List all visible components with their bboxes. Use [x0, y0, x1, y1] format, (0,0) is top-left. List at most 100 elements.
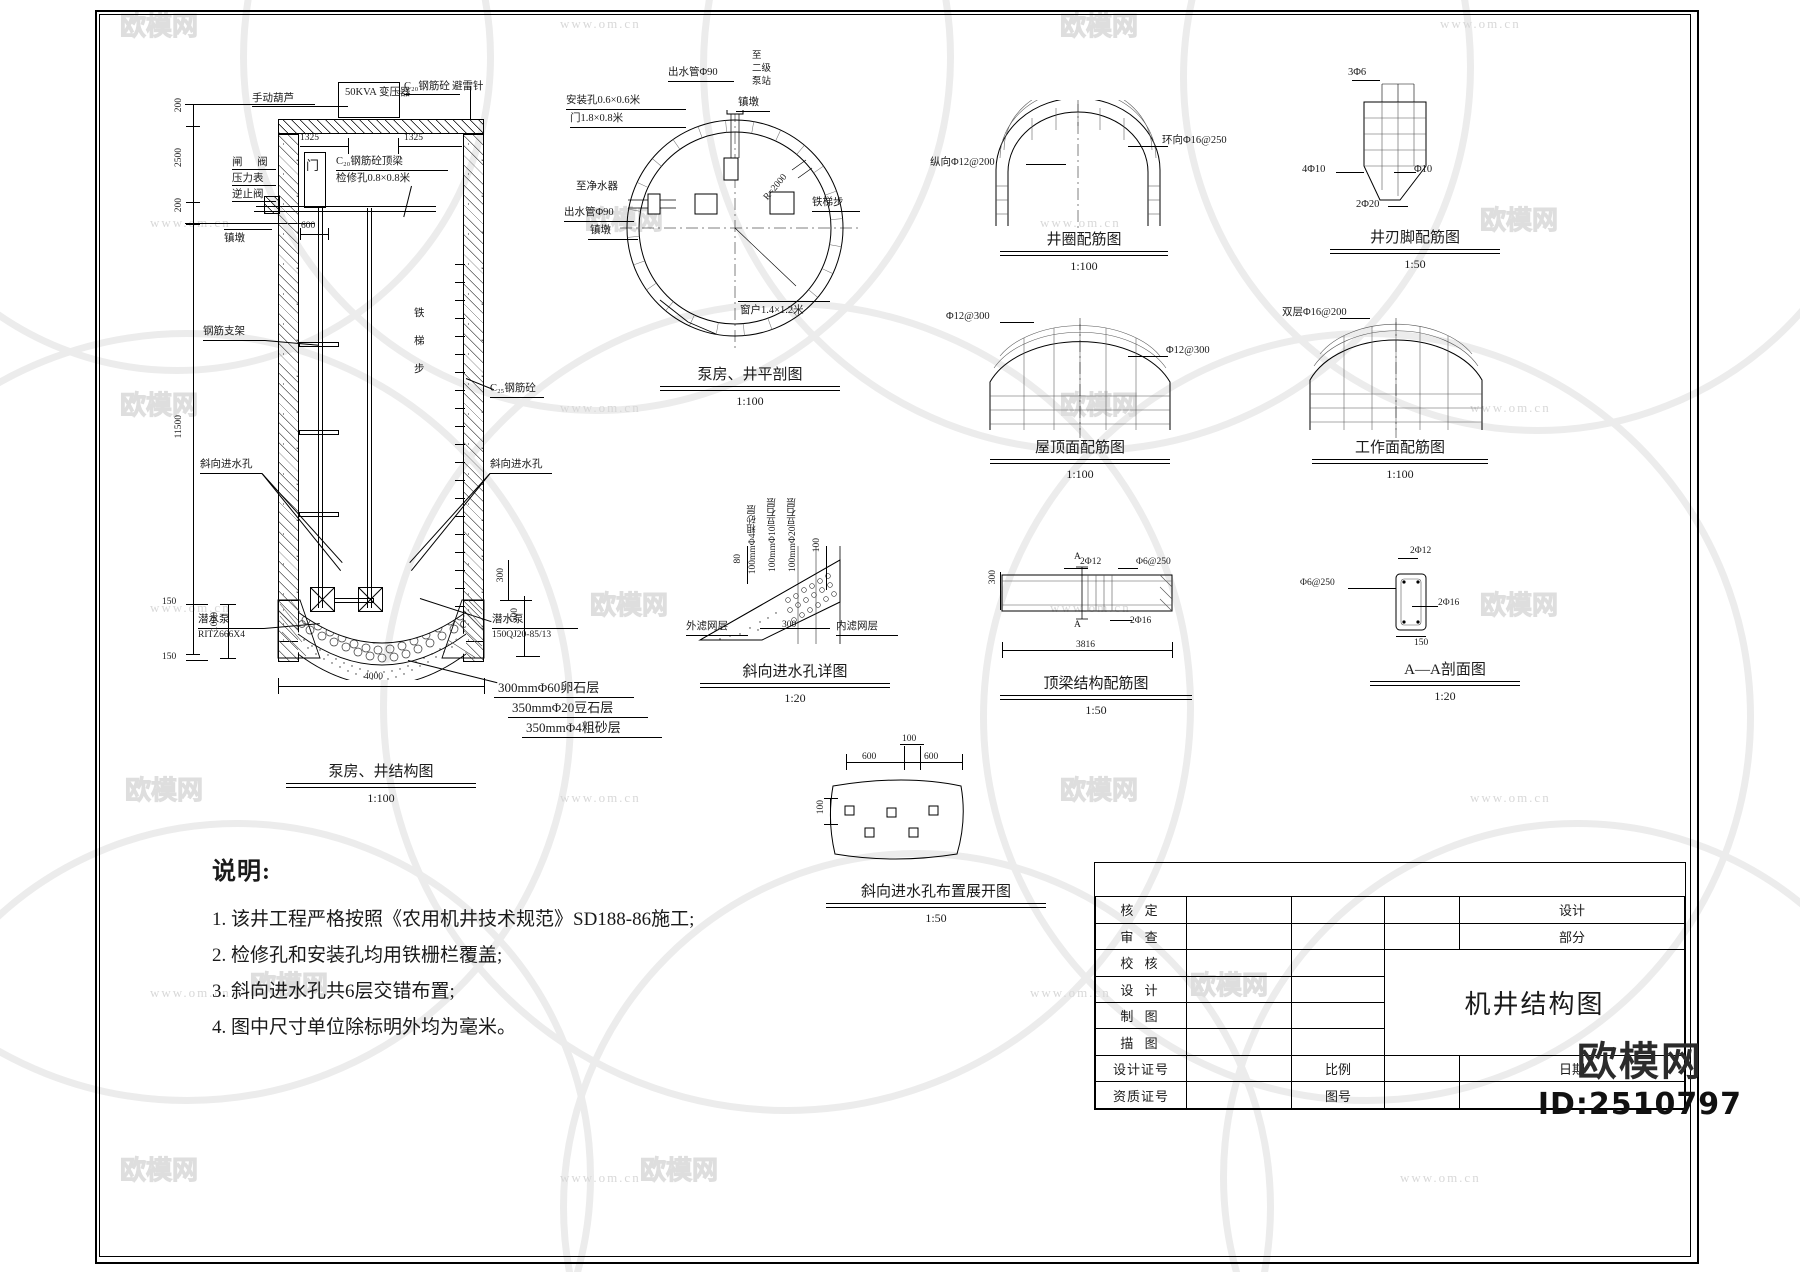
note-item: 3. 斜向进水孔共6层交错布置; [212, 980, 455, 1002]
inclined-inlet-right-label: 斜向进水孔 [490, 459, 543, 470]
inspection-hole-label: 检修孔0.8×0.8米 [336, 173, 411, 184]
ring-longitudinal-label: 纵向Φ12@200 [930, 157, 995, 168]
work-dome [1309, 318, 1483, 438]
figure-inlet-detail-scale: 1:20 [784, 691, 806, 705]
beam-bar-top-label: 2Φ12 [1080, 557, 1102, 567]
dim-4000: 4000 [364, 672, 383, 682]
rebar-bracket-label: 钢筋支架 [203, 326, 245, 337]
sheet-border-outer [95, 10, 1699, 1264]
figure-aa-title: A—A剖面图 1:20 [1370, 658, 1520, 704]
tb-right-1: 部分 [1458, 922, 1686, 951]
rebar-bracket-1 [299, 342, 339, 347]
tb-value-4 [1186, 1002, 1292, 1030]
transformer-label-1: 50KVA 变压器 [345, 87, 411, 98]
tb-footer-extra-1 [1458, 1081, 1686, 1109]
figure-plan-title-text: 泵房、井平剖图 [660, 363, 840, 387]
figure-top-beam-title: 顶梁结构配筋图 1:50 [1000, 672, 1192, 718]
figure-work-title-text: 工作面配筋图 [1312, 436, 1488, 460]
ring-circumferential-label: 环向Φ16@250 [1162, 135, 1227, 146]
tb-value-5 [1186, 1028, 1292, 1056]
figure-roof-title-text: 屋顶面配筋图 [990, 436, 1170, 460]
wall-right [463, 134, 484, 642]
figure-ring-scale: 1:100 [1070, 259, 1098, 273]
inlet-dim-80: 80 [733, 554, 743, 564]
top-beam-label: C₂₀钢筋砼顶梁 [336, 156, 403, 167]
tb-right-0: 设计 [1458, 896, 1686, 924]
blade-left-label: 4Φ10 [1302, 164, 1326, 175]
figure-inlet-layout-scale: 1:50 [925, 911, 947, 925]
dim-600: 600 [301, 221, 316, 231]
layout-dim-100-left: 100 [816, 800, 826, 815]
beam-section-a-top: A [1074, 552, 1081, 562]
plan-anchor-top-label: 镇墩 [738, 97, 759, 108]
sheet-border-inner [99, 14, 1691, 1257]
tb-label-5: 描 图 [1095, 1028, 1187, 1056]
work-top-label: 双层Φ16@200 [1282, 307, 1347, 318]
layout-dim-600-right: 600 [924, 752, 939, 762]
blade-foot-shape [1363, 83, 1427, 201]
figure-aa-scale: 1:20 [1434, 689, 1456, 703]
title-block-row: 审 查 部分 [1095, 922, 1686, 951]
layout-dim-600-left: 600 [862, 752, 877, 762]
figure-work-scale: 1:100 [1386, 467, 1414, 481]
pump-right-model: 150QJ20-85/13 [492, 630, 552, 640]
notes-heading: 说明: [212, 859, 271, 885]
aa-section-shape [1395, 573, 1427, 631]
aa-right-label: 2Φ16 [1438, 598, 1460, 608]
inlet-outer-screen-label: 外滤网层 [686, 621, 728, 632]
figure-blade-title-text: 井刃脚配筋图 [1330, 226, 1500, 250]
tb-footer-mid-1: 图号 [1291, 1081, 1385, 1109]
plan-iron-ladder-label: 铁梯步 [812, 197, 844, 208]
title-block-footer-row: 资质证号 图号 [1095, 1081, 1686, 1109]
tb-value-1 [1186, 922, 1292, 951]
inlet-layer-3: 100mmΦ20豆石层 [788, 498, 798, 572]
bed-layer-2: 350mmΦ20豆石层 [512, 700, 614, 715]
roof-right-label: Φ12@300 [1166, 345, 1210, 356]
hoist-label: 手动葫芦 [252, 93, 294, 104]
plan-outlet-top-label: 出水管Φ90 [668, 67, 718, 78]
figure-inlet-layout-title: 斜向进水孔布置展开图 1:50 [826, 880, 1046, 926]
figure-main-scale: 1:100 [367, 791, 395, 805]
beam-section-a-bottom: A [1074, 620, 1081, 630]
dim-500: 500 [510, 608, 520, 623]
aa-dim-150: 150 [1414, 638, 1429, 648]
concrete-top-label: C₂₀钢筋砼 [404, 81, 450, 92]
plan-anchor-left-label: 镇墩 [590, 225, 611, 236]
bed-layer-3: 350mmΦ4粗砂层 [526, 720, 621, 735]
dim-1325-right: 1325 [404, 133, 423, 143]
dim-200-top: 200 [174, 98, 184, 113]
figure-roof-title: 屋顶面配筋图 1:100 [990, 436, 1170, 482]
door-label: 门 [306, 158, 320, 173]
roof-dome [989, 318, 1171, 438]
dim-1000: 1000 [210, 612, 220, 631]
figure-roof-scale: 1:100 [1066, 467, 1094, 481]
pump-left-symbol [310, 587, 335, 612]
rebar-bracket-3 [299, 512, 339, 517]
well-bottom-bed [297, 611, 467, 680]
note-item: 2. 检修孔和安装孔均用铁栅栏覆盖; [212, 944, 503, 966]
tb-footer-label-1: 资质证号 [1095, 1081, 1187, 1109]
dim-1325-left: 1325 [300, 133, 319, 143]
inlet-layout-shape [829, 779, 964, 860]
blade-right-label: Φ10 [1414, 164, 1433, 175]
figure-top-beam-title-text: 顶梁结构配筋图 [1000, 672, 1192, 696]
tb-label-0: 核 定 [1095, 896, 1187, 924]
inlet-inner-screen-label: 内滤网层 [836, 621, 878, 632]
blade-bottom-label: 2Φ20 [1356, 199, 1380, 210]
notes-block: 说明: 1. 该井工程严格按照《农用机井技术规范》SD188-86施工; 2. … [212, 850, 694, 1046]
lightning-rod-label: 避雷针 [452, 81, 484, 92]
concrete-wall-label: C₂₅钢筋砼 [490, 383, 536, 394]
dim-2500: 2500 [174, 148, 184, 167]
top-beam-shape [1001, 566, 1173, 620]
pressure-gauge-label: 压力表 [232, 173, 264, 184]
figure-aa-title-text: A—A剖面图 [1370, 658, 1520, 682]
id-watermark: 欧模网 ID:2510797 [1538, 1029, 1742, 1122]
layout-dim-100-top: 100 [902, 734, 917, 744]
tb-value-3 [1186, 975, 1292, 1004]
pump-left-model: RITZ666X4 [198, 630, 245, 640]
dim-300: 300 [496, 568, 506, 583]
inlet-detail-shape [698, 546, 841, 644]
figure-main-title: 泵房、井结构图 1:100 [286, 760, 476, 806]
valve-label: 闸 阀 [232, 157, 274, 168]
